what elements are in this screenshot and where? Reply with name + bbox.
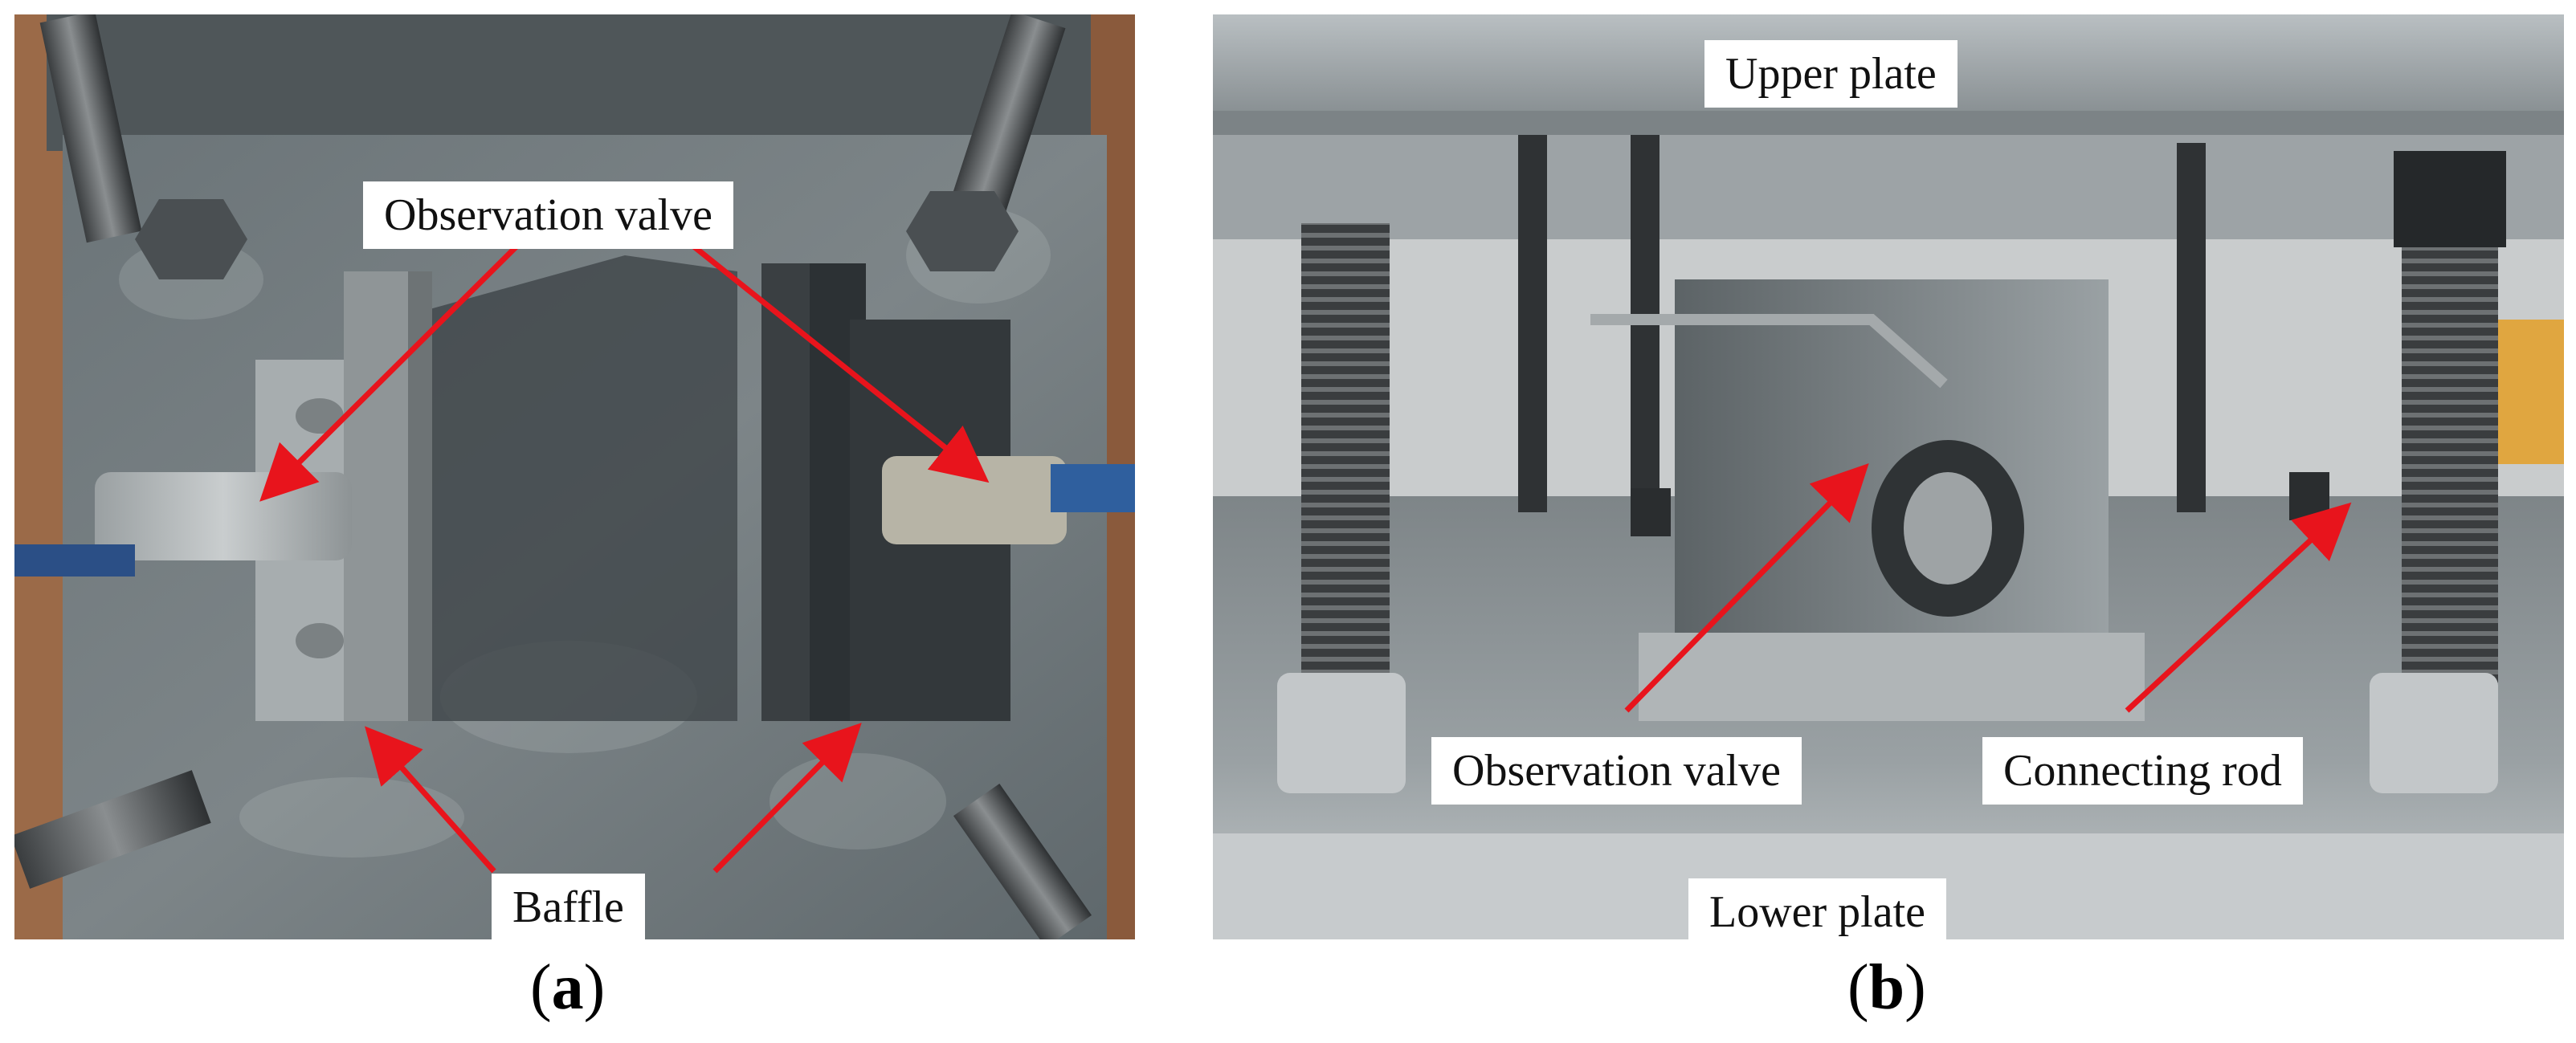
caption-b: (b) bbox=[1847, 952, 1926, 1023]
caption-b-letter: b bbox=[1868, 952, 1905, 1023]
caption-a: (a) bbox=[530, 952, 606, 1023]
caption-a-letter: a bbox=[551, 952, 584, 1023]
label-b-upper-plate: Upper plate bbox=[1704, 40, 1958, 108]
photo-panel-a bbox=[14, 14, 1135, 939]
label-b-connecting-rod: Connecting rod bbox=[1982, 737, 2303, 805]
label-b-observation-valve: Observation valve bbox=[1431, 737, 1802, 805]
photo-panel-b bbox=[1213, 14, 2564, 939]
label-a-baffle: Baffle bbox=[492, 874, 645, 941]
photo-a-illustration bbox=[14, 14, 1135, 939]
photo-b-illustration bbox=[1213, 14, 2564, 939]
label-a-observation-valve: Observation valve bbox=[363, 181, 733, 249]
label-b-lower-plate: Lower plate bbox=[1688, 878, 1946, 946]
